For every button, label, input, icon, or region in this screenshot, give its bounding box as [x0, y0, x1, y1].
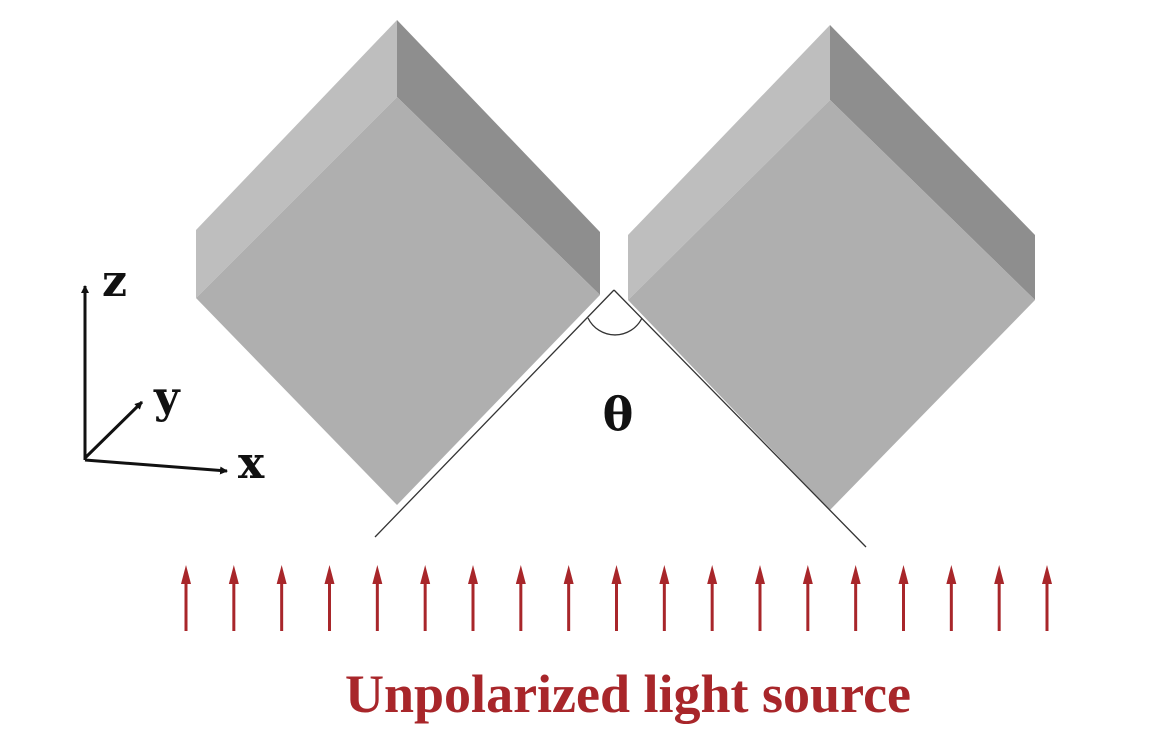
- light-arrow: [994, 565, 1005, 631]
- light-arrow: [420, 565, 431, 631]
- light-arrow: [468, 565, 478, 631]
- light-arrow: [946, 565, 957, 631]
- light-source-label: Unpolarized light source: [345, 664, 911, 724]
- light-arrow: [898, 565, 909, 631]
- light-arrow: [1042, 565, 1052, 631]
- left-cube-top-right-face: [397, 20, 600, 295]
- light-arrow: [659, 565, 670, 631]
- axes-triad: [81, 285, 228, 475]
- theta-label: θ: [603, 387, 634, 441]
- right-cube-top-right-face: [830, 25, 1035, 300]
- light-arrow: [276, 565, 287, 631]
- light-arrow: [228, 565, 239, 631]
- right-cube: [628, 25, 1035, 510]
- y-axis-arrow: [83, 400, 144, 460]
- left-angle-line: [374, 289, 615, 538]
- light-arrow: [563, 565, 574, 631]
- light-arrows: [181, 565, 1052, 631]
- light-arrow: [181, 565, 191, 631]
- light-arrow: [755, 565, 765, 631]
- angle-arc: [587, 317, 643, 336]
- left-cube-front-face: [196, 97, 600, 505]
- light-arrow: [515, 565, 526, 631]
- light-arrow: [372, 565, 383, 631]
- right-cube-front-face: [628, 100, 1035, 510]
- light-arrow: [802, 565, 813, 631]
- light-arrow: [324, 565, 335, 631]
- x-axis-label: x: [238, 438, 265, 489]
- light-arrow: [850, 565, 861, 631]
- right-cube-top-left-face: [628, 25, 830, 300]
- y-axis-label: y: [153, 372, 181, 423]
- right-angle-line: [613, 289, 867, 548]
- light-arrow: [707, 565, 718, 631]
- angle-lines: [374, 289, 867, 548]
- left-cube: [196, 20, 600, 505]
- light-arrow: [611, 565, 622, 631]
- left-cube-top-left-face: [196, 20, 397, 298]
- z-axis-label: z: [102, 256, 127, 307]
- x-axis-arrow: [84, 458, 228, 475]
